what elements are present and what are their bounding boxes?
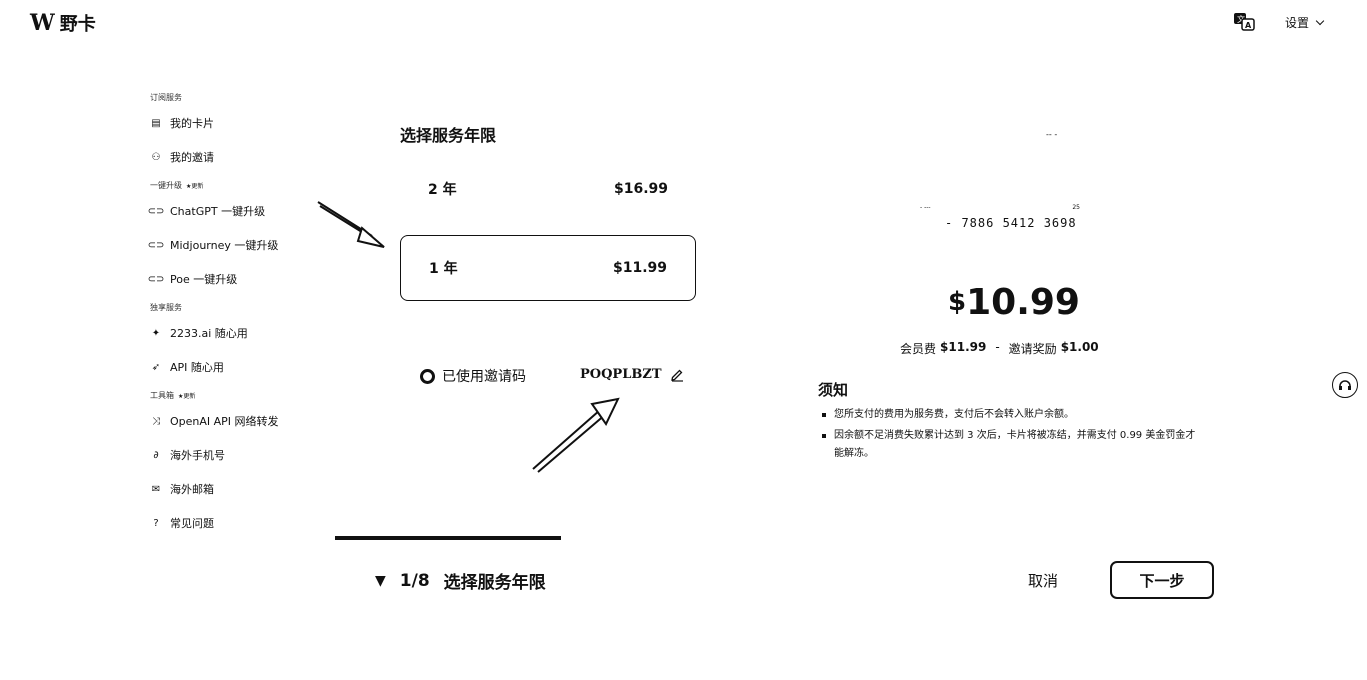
sidebar-item-faq[interactable]: ? 常见问题 bbox=[150, 506, 330, 540]
logo-mark: W bbox=[30, 10, 55, 36]
sidebar-section: 工具箱 ★更新 ⤨ OpenAI API 网络转发 ∂ 海外手机号 ✉ 海外邮箱… bbox=[150, 386, 330, 540]
invite-code-checkbox[interactable]: 已使用邀请码 bbox=[420, 366, 526, 386]
support-icon[interactable] bbox=[1332, 372, 1358, 398]
link-icon: ⊂⊃ bbox=[147, 239, 165, 251]
card-holder-masked: -- - bbox=[1046, 130, 1058, 139]
sidebar: 订阅服务 ▤ 我的卡片 ⚇ 我的邀请 一键升级 ★更新 ⊂⊃ ChatGPT 一… bbox=[147, 88, 330, 540]
plan-price: $11.99 bbox=[612, 260, 667, 276]
step-indicator: ▼ 1/8 选择服务年限 bbox=[375, 568, 546, 594]
update-badge: ★更新 bbox=[178, 392, 196, 400]
separator: - bbox=[995, 340, 1000, 354]
fee-label: 会员费 bbox=[900, 342, 937, 356]
notice-item: 因余额不足消费失败累计达到 3 次后，卡片将被冻结，并需支付 0.99 美金罚金… bbox=[820, 427, 1200, 463]
card-meta-left: - --- bbox=[920, 204, 931, 211]
sidebar-item-phone[interactable]: ∂ 海外手机号 bbox=[150, 438, 330, 472]
logo[interactable]: W 野卡 bbox=[30, 10, 96, 36]
reward-label: 邀请奖励 bbox=[1008, 342, 1057, 356]
invite-label: 已使用邀请码 bbox=[442, 369, 526, 385]
section-title: 一键升级 ★更新 bbox=[150, 180, 204, 190]
price-currency: $ bbox=[948, 287, 967, 317]
sidebar-item-label: 常见问题 bbox=[170, 517, 214, 530]
plan-label: 2 年 bbox=[428, 182, 457, 198]
headset-icon bbox=[1339, 380, 1351, 390]
question-icon: ? bbox=[153, 517, 159, 529]
card-meta: - --- 25 bbox=[920, 204, 1080, 211]
page-title: 选择服务年限 bbox=[400, 126, 497, 145]
sidebar-item-label: 2233.ai 随心用 bbox=[170, 327, 248, 340]
shuffle-icon: ⤨ bbox=[152, 415, 160, 427]
plan-price: $16.99 bbox=[613, 181, 668, 197]
sidebar-item-midjourney-upgrade[interactable]: ⊂⊃ Midjourney 一键升级 bbox=[147, 228, 330, 262]
sidebar-item-label: ChatGPT 一键升级 bbox=[170, 205, 266, 218]
arrow-to-invite-code bbox=[532, 397, 620, 473]
price-value: 10.99 bbox=[966, 282, 1080, 323]
section-title: 订阅服务 bbox=[150, 92, 182, 102]
sidebar-item-my-cards[interactable]: ▤ 我的卡片 bbox=[150, 106, 330, 140]
section-title: 独享服务 bbox=[150, 302, 182, 312]
logo-text: 野卡 bbox=[59, 14, 96, 35]
top-bar: W 野卡 文 A 设置 bbox=[0, 0, 1367, 48]
card-number: - 7886 5412 3698 bbox=[945, 216, 1077, 230]
svg-text:文: 文 bbox=[1237, 14, 1245, 24]
sidebar-item-openai-proxy[interactable]: ⤨ OpenAI API 网络转发 bbox=[150, 404, 330, 438]
step-title: 选择服务年限 bbox=[443, 573, 546, 593]
chevron-down-icon[interactable]: ▼ bbox=[375, 572, 386, 589]
settings-label: 设置 bbox=[1285, 16, 1310, 30]
price-breakdown: 会员费 $11.99 - 邀请奖励 $1.00 bbox=[900, 340, 1099, 357]
cancel-button[interactable]: 取消 bbox=[1008, 566, 1078, 594]
sidebar-section: 独享服务 ✦ 2233.ai 随心用 ➶ API 随心用 bbox=[150, 298, 330, 384]
card-meta-right: 25 bbox=[1072, 204, 1080, 211]
plan-option-2-years[interactable]: 2 年 $16.99 bbox=[400, 157, 696, 221]
rocket-icon: ➶ bbox=[151, 361, 161, 373]
chevron-down-icon bbox=[1315, 16, 1325, 26]
sidebar-item-label: API 随心用 bbox=[170, 361, 224, 374]
settings-menu[interactable]: 设置 bbox=[1285, 14, 1325, 31]
sidebar-item-api[interactable]: ➶ API 随心用 bbox=[150, 350, 330, 384]
invite-code-display: POQPLBZT bbox=[580, 367, 684, 382]
fee-value: $11.99 bbox=[940, 340, 987, 354]
sidebar-item-label: Midjourney 一键升级 bbox=[170, 239, 279, 252]
total-price: $10.99 bbox=[948, 282, 1080, 323]
section-title: 工具箱 ★更新 bbox=[150, 390, 196, 400]
plan-option-1-year[interactable]: 1 年 $11.99 bbox=[400, 235, 696, 301]
sidebar-item-label: 我的卡片 bbox=[170, 117, 214, 130]
svg-text:A: A bbox=[1245, 21, 1252, 30]
notice-item: 您所支付的费用为服务费，支付后不会转入账户余额。 bbox=[820, 406, 1200, 424]
sidebar-section: 订阅服务 ▤ 我的卡片 ⚇ 我的邀请 bbox=[150, 88, 330, 174]
sidebar-item-label: OpenAI API 网络转发 bbox=[170, 415, 279, 428]
progress-bar bbox=[335, 536, 561, 540]
sidebar-item-label: Poe 一键升级 bbox=[170, 273, 238, 286]
reward-value: $1.00 bbox=[1060, 340, 1099, 354]
link-icon: ∂ bbox=[153, 449, 159, 461]
plan-label: 1 年 bbox=[429, 261, 458, 277]
link-icon: ⊂⊃ bbox=[147, 205, 165, 217]
update-badge: ★更新 bbox=[186, 182, 204, 190]
sidebar-item-chatgpt-upgrade[interactable]: ⊂⊃ ChatGPT 一键升级 bbox=[147, 194, 330, 228]
checked-circle-icon bbox=[420, 368, 435, 384]
pencil-icon[interactable] bbox=[670, 368, 684, 382]
step-counter: 1/8 bbox=[399, 570, 430, 591]
translate-icon[interactable]: 文 A bbox=[1233, 12, 1255, 32]
mail-icon: ✉ bbox=[151, 483, 161, 495]
notice-list: 您所支付的费用为服务费，支付后不会转入账户余额。 因余额不足消费失败累计达到 3… bbox=[820, 406, 1200, 466]
sidebar-item-my-invites[interactable]: ⚇ 我的邀请 bbox=[150, 140, 330, 174]
sidebar-item-poe-upgrade[interactable]: ⊂⊃ Poe 一键升级 bbox=[147, 262, 330, 296]
sparkle-icon: ✦ bbox=[151, 327, 161, 339]
notice-title: 须知 bbox=[818, 381, 849, 399]
sidebar-item-label: 我的邀请 bbox=[170, 151, 214, 164]
card-icon: ▤ bbox=[151, 117, 161, 129]
sidebar-item-email[interactable]: ✉ 海外邮箱 bbox=[150, 472, 330, 506]
sidebar-item-2233ai[interactable]: ✦ 2233.ai 随心用 bbox=[150, 316, 330, 350]
sidebar-item-label: 海外邮箱 bbox=[170, 483, 214, 496]
invite-code-value: POQPLBZT bbox=[580, 367, 662, 382]
sidebar-item-label: 海外手机号 bbox=[170, 449, 225, 462]
next-step-button[interactable]: 下一步 bbox=[1110, 561, 1214, 599]
sidebar-section: 一键升级 ★更新 ⊂⊃ ChatGPT 一键升级 ⊂⊃ Midjourney 一… bbox=[147, 176, 330, 296]
link-icon: ⊂⊃ bbox=[147, 273, 165, 285]
users-icon: ⚇ bbox=[151, 151, 161, 163]
